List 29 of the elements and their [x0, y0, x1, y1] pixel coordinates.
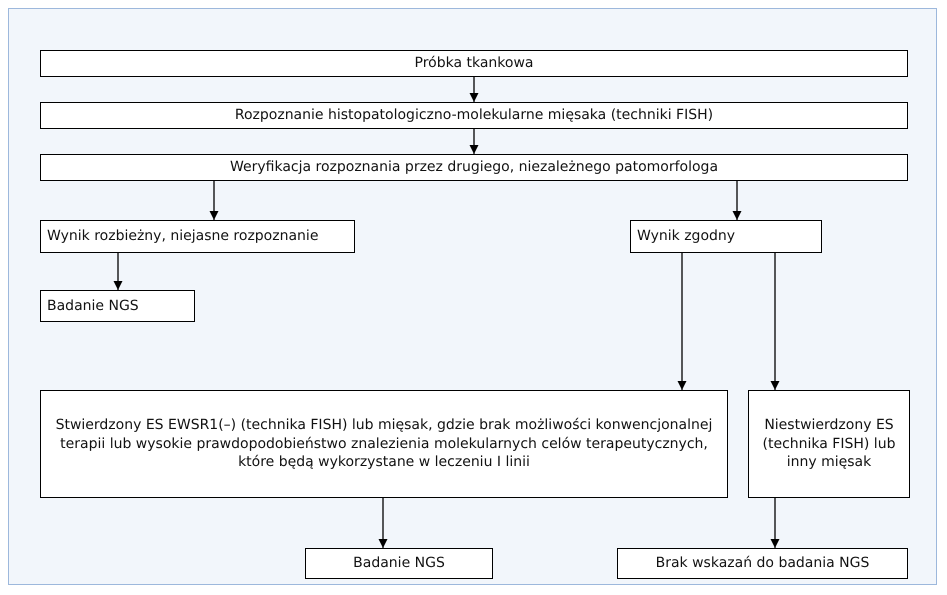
process-box — [40, 50, 908, 77]
arrow — [470, 77, 478, 102]
box-text: Weryfikacja rozpoznania przez drugiego, niezależnego patomorfologa — [230, 158, 718, 177]
box-text: Brak wskazań do badania NGS — [656, 554, 870, 573]
box-text: Próbka tkankowa — [414, 54, 534, 73]
process-box — [40, 154, 908, 181]
arrow — [470, 129, 478, 154]
process-box — [748, 390, 910, 498]
arrow — [770, 498, 780, 548]
arrow — [210, 181, 218, 220]
arrow — [678, 253, 686, 390]
process-box — [40, 220, 355, 253]
box-text: Niestwierdzony ES (technika FISH) lub inny mięsak — [762, 416, 896, 472]
process-box — [40, 390, 728, 498]
box-text: Wynik zgodny — [637, 227, 736, 246]
process-box — [617, 548, 908, 579]
arrow — [770, 253, 780, 390]
arrow — [732, 181, 742, 220]
process-box — [630, 220, 822, 253]
arrow — [114, 253, 122, 290]
box-text: Stwierdzony ES EWSR1(–) (technika FISH) lub mięsak, gdzie brak możliwości konwencjonalnej terapii lub wysokie prawdopodobieństwo znalezienia molekularnych celów terapeutycznych, które będą wykorzystane w leczeniu I linii — [54, 416, 714, 472]
process-box — [40, 102, 908, 129]
box-text: Badanie NGS — [353, 554, 445, 573]
box-text: Rozpoznanie histopatologiczno-molekularne mięsaka (techniki FISH) — [234, 106, 714, 125]
arrow — [378, 498, 388, 548]
box-text: Badanie NGS — [47, 296, 139, 316]
process-box — [40, 290, 195, 322]
box-text: Wynik rozbieżny, niejasne rozpoznanie — [47, 227, 318, 246]
process-box — [305, 548, 493, 579]
